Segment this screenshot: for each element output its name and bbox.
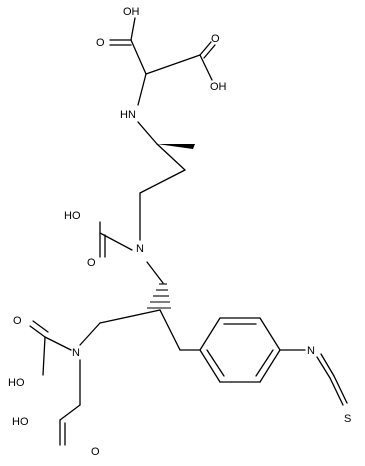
bond-n-ch2	[146, 261, 164, 284]
label-n-left: N	[72, 347, 80, 359]
bond-carbonyl-oleft-a	[29, 325, 46, 338]
label-oh-top1: OH	[123, 6, 140, 18]
bond-center-ch2-left	[99, 309, 161, 324]
label-ho-left: HO	[8, 377, 25, 389]
bond-nh-c3	[137, 121, 158, 145]
bond-carbonyl-holeft	[42, 336, 46, 376]
bond-center-ch2-benzyl	[159, 309, 181, 351]
label-o-mid: O	[87, 257, 96, 269]
label-ho-mid: HO	[64, 210, 81, 222]
atom-labels: OH O O OH HN HO N O O N N HO S HO O	[8, 6, 351, 458]
bond-c3-c4	[156, 143, 186, 171]
ring-bond-3	[259, 317, 281, 351]
bond-cooh2-o-double-a	[199, 41, 212, 56]
bond-n-c-a	[316, 356, 331, 379]
bond-c1-nh	[137, 73, 147, 106]
label-o-top2: O	[211, 33, 220, 45]
label-n-iso: N	[307, 345, 315, 357]
ring-bond-6	[199, 349, 221, 383]
benzene-ring	[199, 317, 281, 383]
hashed-wedge	[147, 283, 171, 309]
label-n-mid: N	[136, 243, 144, 255]
wedge-methyl	[157, 144, 195, 149]
bond-cooh2-o-double-b	[203, 44, 216, 59]
bond-c-s-a	[329, 377, 344, 406]
bond-c-s-b	[333, 375, 348, 404]
carbamic-acid-left	[29, 320, 101, 446]
label-o-left: O	[13, 315, 22, 327]
label-o-top1: O	[96, 37, 105, 49]
chain-upper	[137, 121, 195, 241]
bond-ch2-cooh	[59, 404, 81, 421]
bond-c1-cooh2	[145, 54, 201, 75]
label-o-bottom: O	[91, 446, 100, 458]
bond-n-c-b	[320, 353, 335, 377]
bond-nleft-carbonyl	[44, 336, 72, 351]
bond-c4-c5	[139, 169, 186, 194]
label-s-iso: S	[344, 413, 351, 425]
bond-cooh1-oh	[130, 17, 136, 41]
label-ho-bottom: HO	[12, 416, 29, 428]
malonic-acid-group	[109, 17, 216, 106]
carbamic-acid-mid	[99, 221, 133, 258]
ring-bond-1	[199, 317, 221, 351]
bond-cooh2-oh	[199, 54, 213, 81]
label-oh-top2: OH	[210, 81, 227, 93]
ring-inner-3	[206, 349, 225, 377]
central-stereocenter	[99, 261, 201, 351]
bond-ch2-nleft	[79, 322, 101, 346]
isothiocyanate-group	[279, 349, 348, 406]
bond-carbonyl-oleft-b	[32, 320, 49, 333]
ring-bond-4	[259, 349, 281, 383]
ring-inner-2	[255, 349, 274, 377]
bond-c1-cooh1	[130, 39, 147, 75]
label-hn: HN	[120, 109, 136, 121]
